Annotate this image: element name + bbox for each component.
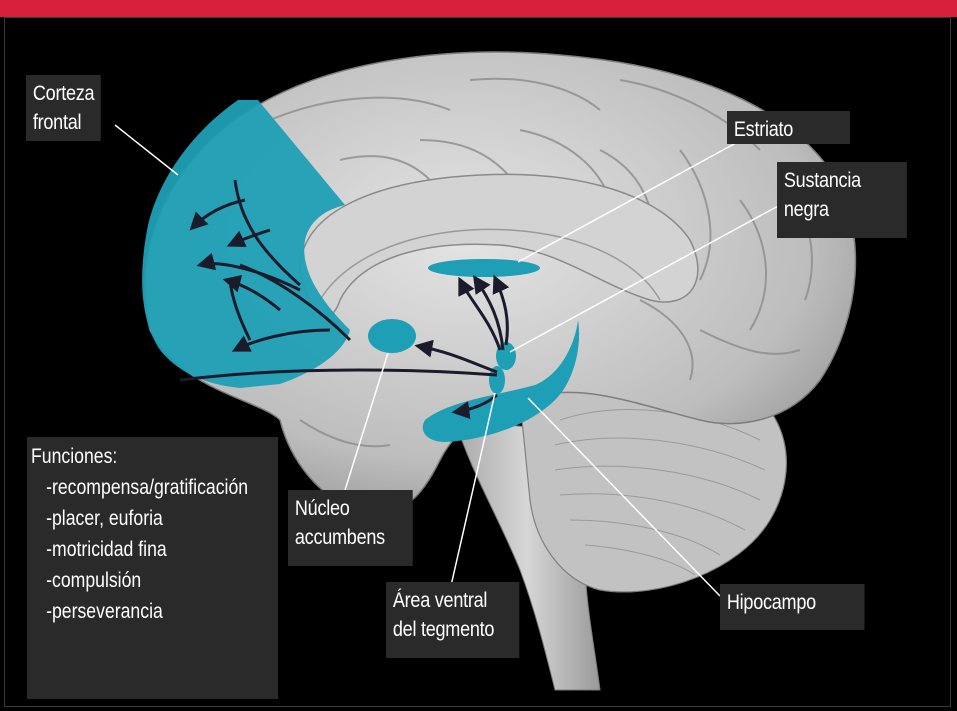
label-line: del tegmento bbox=[393, 615, 513, 644]
function-item: -perseverancia bbox=[31, 596, 238, 627]
label-sustancia-negra: Sustancia negra bbox=[777, 162, 907, 238]
functions-title: Funciones: bbox=[31, 441, 238, 472]
functions-box: Funciones: -recompensa/gratificación -pl… bbox=[27, 437, 278, 699]
label-line: frontal bbox=[33, 108, 94, 137]
label-line: Núcleo bbox=[295, 494, 406, 523]
function-item: -motricidad fina bbox=[31, 534, 238, 565]
label-line: accumbens bbox=[295, 523, 406, 552]
nucleus-accumbens bbox=[368, 319, 416, 353]
label-line: Corteza bbox=[33, 79, 94, 108]
function-item: -placer, euforia bbox=[31, 503, 238, 534]
label-line: Estriato bbox=[734, 115, 843, 144]
label-area-ventral-tegmento: Área ventral del tegmento bbox=[386, 582, 519, 658]
label-line: Hipocampo bbox=[727, 588, 858, 617]
label-line: negra bbox=[784, 195, 900, 224]
label-line: Sustancia bbox=[784, 166, 900, 195]
label-corteza-frontal: Corteza frontal bbox=[26, 75, 101, 141]
label-line: Área ventral bbox=[393, 586, 513, 615]
function-item: -compulsión bbox=[31, 565, 238, 596]
label-hipocampo: Hipocampo bbox=[720, 584, 864, 630]
function-item: -recompensa/gratificación bbox=[31, 472, 238, 503]
striatum bbox=[428, 259, 540, 277]
label-estriato: Estriato bbox=[727, 111, 850, 144]
label-nucleo-accumbens: Núcleo accumbens bbox=[288, 490, 413, 566]
